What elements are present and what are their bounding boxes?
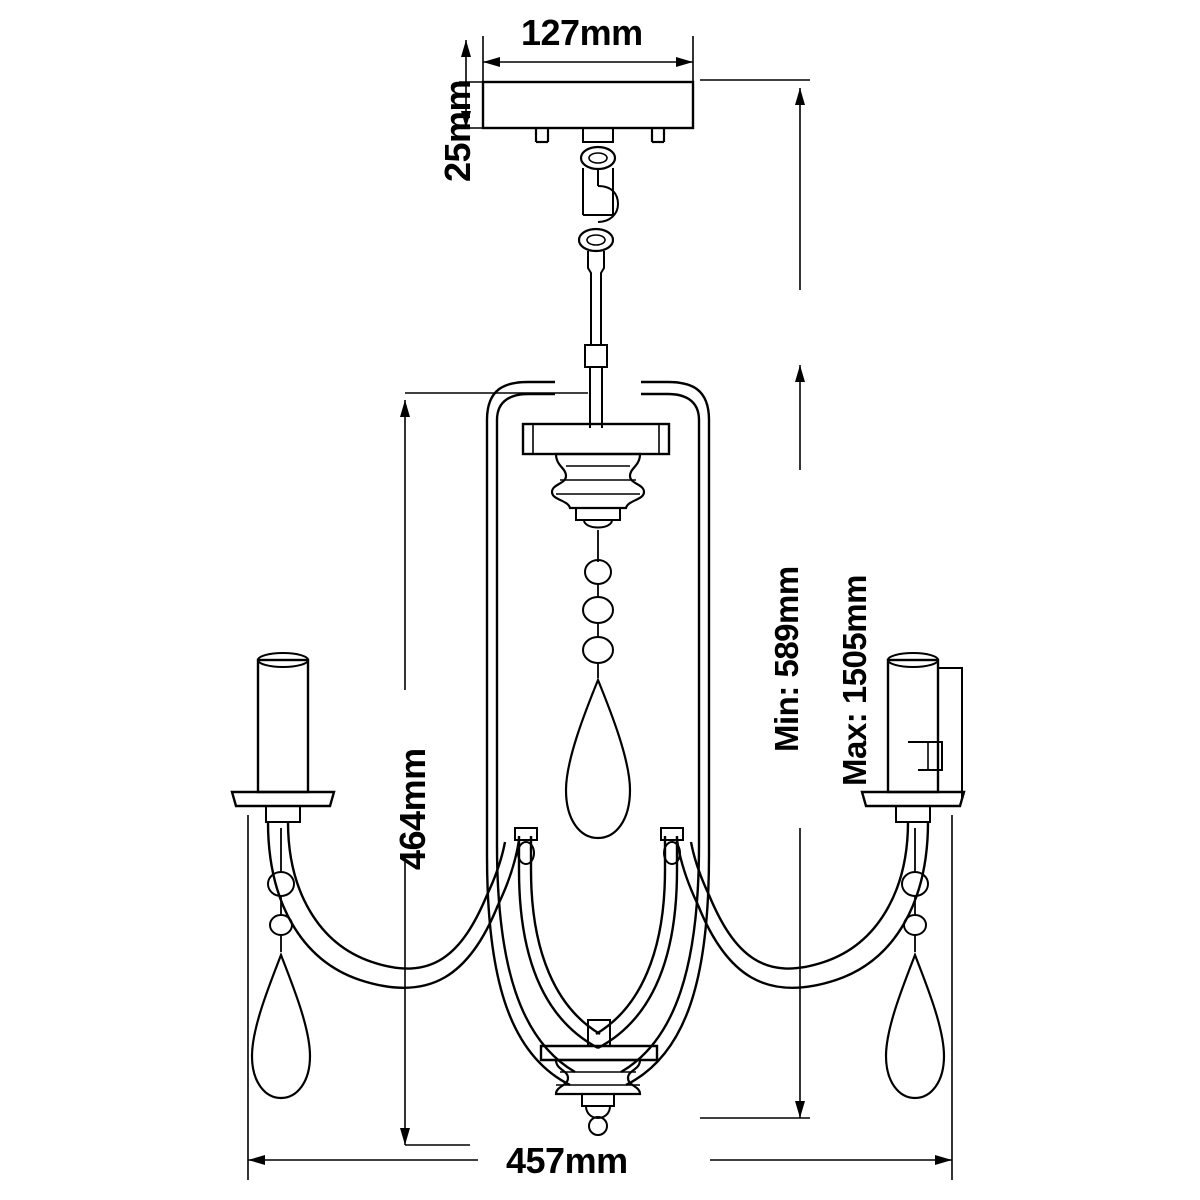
dimension-label-canopy-width: 127mm — [521, 12, 643, 53]
dimension-label-min-height: Min: 589mm — [768, 566, 805, 752]
dimension-label-body-height: 464mm — [392, 748, 433, 870]
dimension-label-overall-width: 457mm — [506, 1140, 628, 1181]
dimension-label-canopy-height: 25mm — [437, 79, 478, 182]
dimension-label-max-height: Max: 1505mm — [836, 575, 873, 786]
